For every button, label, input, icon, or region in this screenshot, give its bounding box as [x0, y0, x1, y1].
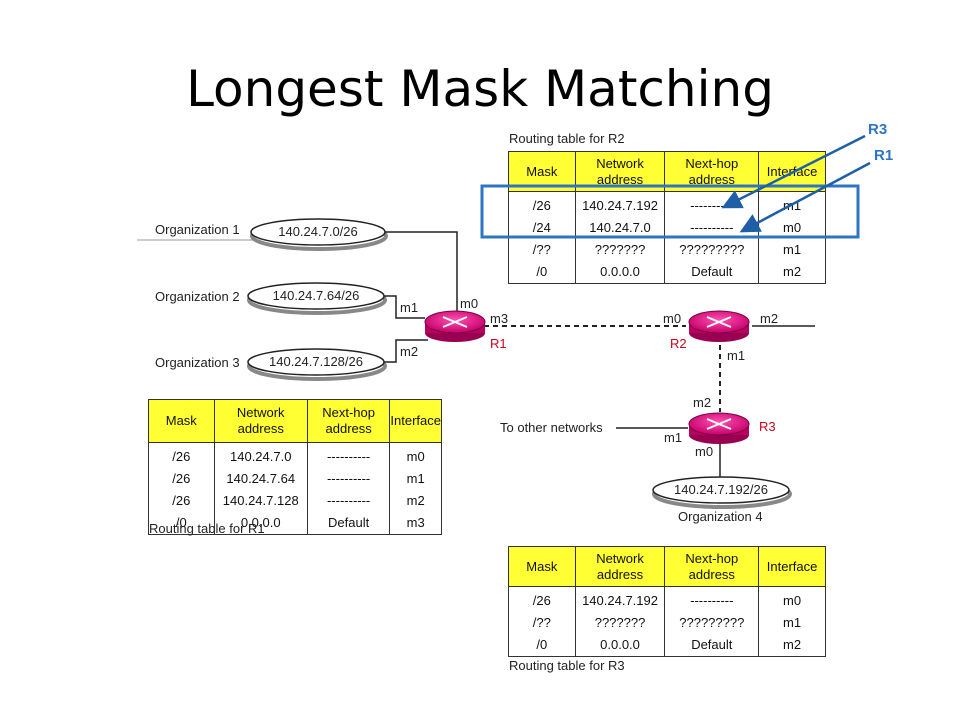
cell-interface: m3 — [389, 512, 442, 535]
org4-label: Organization 4 — [678, 509, 763, 524]
column-header-mask: Mask — [508, 546, 576, 587]
r3-m0-label: m0 — [695, 444, 713, 459]
cell-mask: /26 — [508, 191, 576, 217]
column-header-network: Network address — [213, 399, 308, 443]
cell-interface: m1 — [758, 612, 826, 634]
r1-m2-label: m2 — [400, 344, 418, 359]
cell-network: 0.0.0.0 — [574, 634, 666, 657]
highlight-box — [480, 184, 860, 239]
r1-routing-table: Mask Network address Next-hop address In… — [148, 399, 442, 535]
cell-mask: /26 — [148, 442, 215, 468]
table-row: /?? ??????? ????????? m1 — [508, 239, 826, 261]
cell-network: 140.24.7.192 — [574, 586, 666, 612]
org2-link — [384, 295, 425, 319]
router-r1-icon — [424, 310, 486, 342]
cell-network: 140.24.7.192 — [574, 191, 666, 217]
org2-net-label: 140.24.7.64/26 — [273, 288, 360, 303]
r3-routing-table: Mask Network address Next-hop address In… — [508, 546, 826, 657]
cell-interface: m1 — [389, 468, 442, 490]
column-header-interface: Interface — [758, 546, 826, 587]
slide-title: Longest Mask Matching — [186, 60, 774, 118]
table-row: /26 140.24.7.0 ---------- m0 — [148, 442, 442, 468]
table-row: /0 0.0.0.0 Default m3 — [148, 512, 442, 535]
cell-mask: /?? — [508, 612, 576, 634]
org2-label: Organization 2 — [155, 289, 240, 304]
other-networks-label: To other networks — [500, 420, 603, 435]
r1-annotation-arrow — [739, 161, 871, 233]
r3-annotation-label: R3 — [868, 121, 887, 138]
org1-link — [385, 231, 458, 312]
cell-mask: /26 — [508, 586, 576, 612]
r2-m1-label: m1 — [727, 348, 745, 363]
cell-nexthop: Default — [306, 512, 391, 535]
cell-nexthop: Default — [664, 634, 760, 657]
cell-network: 140.24.7.64 — [213, 468, 308, 490]
table-row: /0 0.0.0.0 Default m2 — [508, 261, 826, 284]
r1-annotation-label: R1 — [874, 147, 893, 164]
r3-m1-label: m1 — [664, 430, 682, 445]
cell-nexthop: ---------- — [306, 468, 391, 490]
cell-network: ??????? — [574, 239, 666, 261]
cell-nexthop: ---------- — [306, 490, 391, 512]
cell-network: 140.24.7.0 — [574, 217, 666, 239]
cell-interface: m2 — [758, 261, 826, 284]
cell-network: 140.24.7.128 — [213, 490, 308, 512]
cell-nexthop: Default — [664, 261, 760, 284]
cell-network: 0.0.0.0 — [574, 261, 666, 284]
org4-net-label: 140.24.7.192/26 — [674, 482, 768, 497]
column-header-interface: Interface — [389, 399, 442, 443]
r3-m2-label: m2 — [693, 395, 711, 410]
table-row: /26 140.24.7.64 ---------- m1 — [148, 468, 442, 490]
cell-network: 0.0.0.0 — [213, 512, 308, 535]
router-r2-icon — [688, 310, 750, 342]
cell-interface: m2 — [758, 634, 826, 657]
table-row: /0 0.0.0.0 Default m2 — [508, 634, 826, 657]
org3-net-label: 140.24.7.128/26 — [269, 354, 363, 369]
org1-label: Organization 1 — [155, 222, 240, 237]
cell-nexthop: ---------- — [664, 586, 760, 612]
org3-label: Organization 3 — [155, 355, 240, 370]
r1-m1-label: m1 — [400, 300, 418, 315]
r2-table-caption: Routing table for R2 — [509, 131, 625, 146]
r1-name-label: R1 — [490, 336, 507, 351]
r2-m2-label: m2 — [760, 311, 778, 326]
table-row: /24 140.24.7.0 ---------- m0 — [508, 217, 826, 239]
table-row: /26 140.24.7.128 ---------- m2 — [148, 490, 442, 512]
r3-table-caption: Routing table for R3 — [509, 658, 625, 673]
router-r3-icon — [688, 412, 750, 444]
r1-table-caption: Routing table for R1 — [149, 521, 265, 536]
r3-annotation-arrow — [721, 134, 866, 209]
r1-m0-label: m0 — [460, 296, 478, 311]
cell-network: 140.24.7.0 — [213, 442, 308, 468]
r3-name-label: R3 — [759, 419, 776, 434]
cell-mask: /?? — [508, 239, 576, 261]
cell-interface: m0 — [389, 442, 442, 468]
cell-interface: m2 — [389, 490, 442, 512]
table-row: /?? ??????? ????????? m1 — [508, 612, 826, 634]
cell-interface: m1 — [758, 239, 826, 261]
table-row: /26 140.24.7.192 ---------- m1 — [508, 191, 826, 217]
cell-nexthop: ---------- — [664, 217, 760, 239]
cell-nexthop: ????????? — [664, 612, 760, 634]
column-header-nexthop: Next-hop address — [306, 399, 391, 443]
cell-network: ??????? — [574, 612, 666, 634]
org3-link — [384, 339, 428, 363]
cell-nexthop: ---------- — [306, 442, 391, 468]
column-header-nexthop: Next-hop address — [664, 546, 760, 587]
cell-interface: m0 — [758, 586, 826, 612]
cell-mask: /24 — [508, 217, 576, 239]
column-header-mask: Mask — [148, 399, 215, 443]
cell-nexthop: ????????? — [664, 239, 760, 261]
org4-network — [652, 476, 790, 504]
table-row: /26 140.24.7.192 ---------- m0 — [508, 586, 826, 612]
column-header-network: Network address — [574, 546, 666, 587]
r2-name-label: R2 — [670, 336, 687, 351]
r2-m0-label: m0 — [663, 311, 681, 326]
r1-m3-label: m3 — [490, 311, 508, 326]
org1-net-label: 140.24.7.0/26 — [278, 224, 358, 239]
